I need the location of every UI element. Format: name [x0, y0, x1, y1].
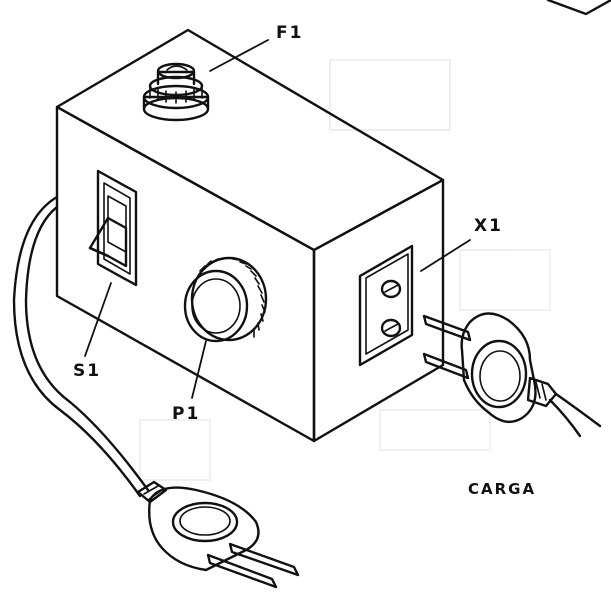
label-x1: X1 — [474, 216, 503, 236]
enclosure-box — [55, 28, 445, 443]
label-f1: F1 — [276, 23, 303, 43]
box-front-face — [55, 105, 316, 443]
load-plug-icon — [422, 312, 602, 438]
label-p1: P1 — [172, 404, 200, 424]
power-cord — [12, 195, 150, 498]
potentiometer-knob-icon — [183, 256, 268, 343]
corner-mark — [546, 0, 611, 16]
fuse-holder-icon — [142, 62, 210, 122]
label-s1: S1 — [73, 361, 101, 381]
label-carga: CARGA — [468, 480, 536, 498]
fuse-leader-line — [209, 39, 269, 72]
rocker-switch-icon — [88, 169, 138, 287]
outlet-leader-line — [420, 239, 471, 272]
potentiometer-leader-line — [191, 340, 207, 399]
box-side-face — [312, 178, 445, 443]
mains-plug-icon — [136, 480, 300, 589]
switch-leader-line — [84, 282, 112, 357]
background-texture — [139, 59, 551, 481]
outlet-socket-icon — [358, 244, 414, 367]
